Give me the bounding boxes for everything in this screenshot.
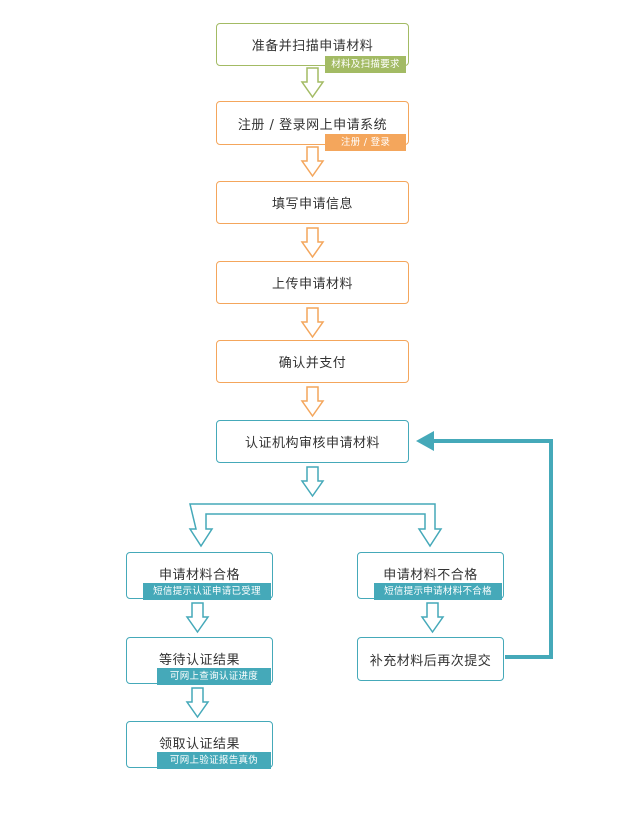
arrow-step2-step3 (300, 146, 325, 178)
arrow-pass1-pass2 (185, 602, 210, 634)
arrow-fail1-fail2 (420, 602, 445, 634)
step-label: 确认并支付 (278, 356, 347, 371)
step-label: 注册 / 登录网上申请系统 (237, 117, 388, 133)
step-label: 领取认证结果 (158, 737, 240, 752)
arrow-split (188, 503, 443, 548)
step-fill-info: 填写申请信息 (216, 181, 409, 224)
step-label: 准备并扫描申请材料 (251, 39, 374, 54)
arrow-step5-step6 (300, 386, 325, 418)
fail-resubmit: 补充材料后再次提交 (357, 637, 504, 681)
verify-report-tag[interactable]: 可网上验证报告真伪 (157, 752, 271, 769)
register-login-tag[interactable]: 注册 / 登录 (325, 134, 406, 151)
sms-unqualified-tag: 短信提示申请材料不合格 (374, 583, 502, 600)
arrow-step3-step4 (300, 227, 325, 259)
progress-query-tag[interactable]: 可网上查询认证进度 (157, 668, 271, 685)
pass-materials-qualified: 申请材料合格 短信提示认证申请已受理 (126, 552, 273, 600)
step-confirm-pay: 确认并支付 (216, 340, 409, 383)
loop-back-line (432, 439, 553, 659)
step-upload-materials: 上传申请材料 (216, 261, 409, 304)
arrow-review-down (300, 466, 325, 498)
step-prepare-materials: 准备并扫描申请材料 材料及扫描要求 (216, 23, 409, 73)
pass-await-result: 等待认证结果 可网上查询认证进度 (126, 637, 273, 685)
sms-accepted-tag: 短信提示认证申请已受理 (143, 583, 271, 600)
step-label: 填写申请信息 (271, 197, 353, 212)
step-label: 补充材料后再次提交 (369, 653, 492, 669)
loop-back-arrowhead (416, 431, 434, 451)
step-agency-review: 认证机构审核申请材料 (216, 420, 409, 463)
step-label: 申请材料合格 (158, 568, 240, 583)
step-label: 申请材料不合格 (383, 568, 478, 583)
fail-materials-unqualified: 申请材料不合格 短信提示申请材料不合格 (357, 552, 504, 600)
step-label: 上传申请材料 (271, 277, 353, 292)
materials-requirements-tag[interactable]: 材料及扫描要求 (325, 56, 406, 73)
step-label: 等待认证结果 (158, 653, 240, 668)
step-label: 认证机构审核申请材料 (244, 436, 380, 451)
arrow-pass2-pass3 (185, 687, 210, 719)
pass-collect-result: 领取认证结果 可网上验证报告真伪 (126, 721, 273, 769)
step-register-login: 注册 / 登录网上申请系统 注册 / 登录 (216, 101, 409, 151)
arrow-step1-step2 (300, 67, 325, 99)
arrow-step4-step5 (300, 307, 325, 339)
